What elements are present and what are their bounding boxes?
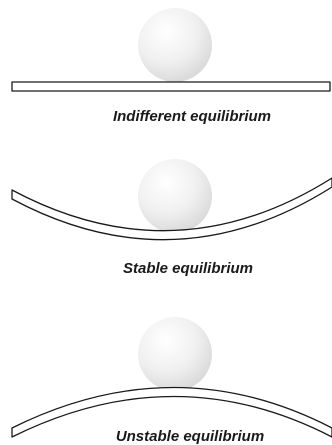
ball-indifferent — [138, 8, 212, 82]
ball-stable — [138, 159, 212, 233]
panel-unstable: Unstable equilibrium — [12, 317, 332, 445]
caption-indifferent: Indifferent equilibrium — [113, 108, 271, 125]
caption-unstable: Unstable equilibrium — [116, 428, 264, 445]
panel-stable: Stable equilibrium — [12, 159, 332, 277]
flat-surface — [12, 82, 330, 91]
ball-unstable — [138, 317, 212, 391]
panel-indifferent: Indifferent equilibrium — [12, 8, 330, 125]
caption-stable: Stable equilibrium — [123, 260, 253, 277]
